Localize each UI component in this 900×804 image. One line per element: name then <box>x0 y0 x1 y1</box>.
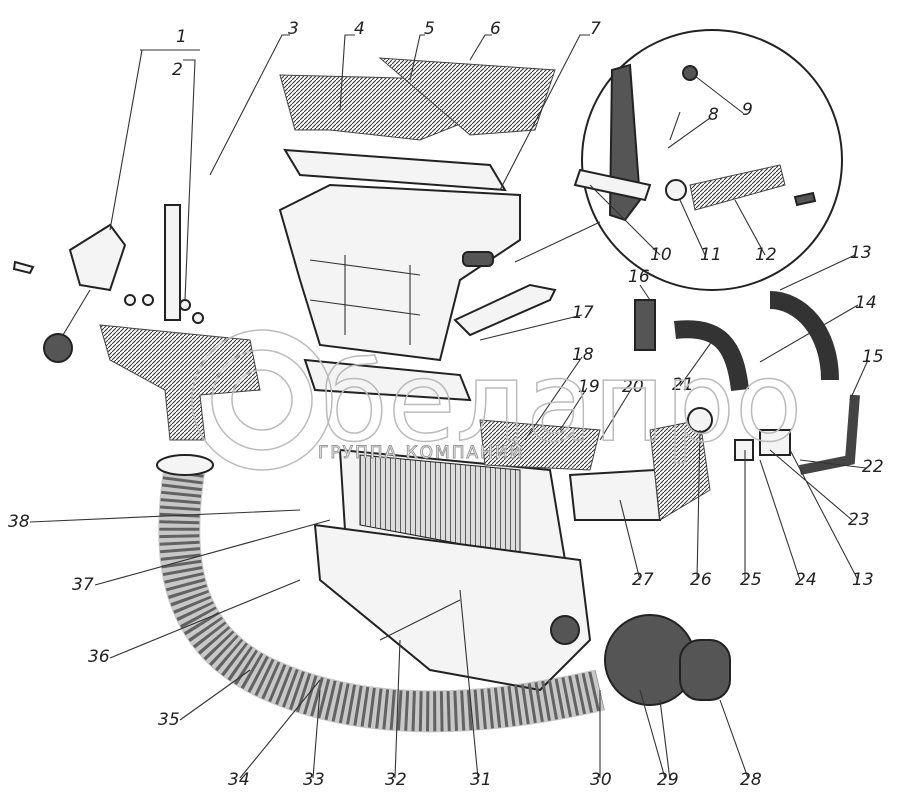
callout-21: 21 <box>672 375 694 395</box>
filter-screen-6 <box>378 57 556 136</box>
callout-7: 7 <box>590 19 601 39</box>
callout-20: 20 <box>622 377 644 397</box>
callout-4: 4 <box>354 19 365 39</box>
heater-tray <box>313 523 592 692</box>
callout-14: 14 <box>855 293 877 313</box>
callout-16: 16 <box>628 267 650 287</box>
callout-17: 17 <box>572 303 594 323</box>
callout-33: 33 <box>303 770 325 790</box>
callout-25: 25 <box>740 570 762 590</box>
watermark-subtitle: ГРУППА КОМПАНИЙ <box>318 441 524 463</box>
air-box-housing <box>278 183 557 402</box>
callout-13-top: 13 <box>850 243 872 263</box>
callout-11: 11 <box>700 245 722 265</box>
lever-assembly <box>12 204 204 363</box>
callout-34: 34 <box>228 770 250 790</box>
callout-10: 10 <box>650 245 672 265</box>
callout-12: 12 <box>755 245 777 265</box>
callout-29: 29 <box>657 770 679 790</box>
blower-motor <box>604 614 731 781</box>
callout-2: 2 <box>172 60 183 80</box>
callout-26: 26 <box>690 570 712 590</box>
gasket-7 <box>283 148 507 192</box>
callout-38: 38 <box>8 512 30 532</box>
callout-9: 9 <box>742 100 753 120</box>
callout-5: 5 <box>424 19 435 39</box>
callout-13-bottom: 13 <box>852 570 874 590</box>
callout-27: 27 <box>632 570 654 590</box>
air-funnel <box>99 324 261 441</box>
callout-8: 8 <box>708 105 719 125</box>
hoses-and-valve <box>634 291 860 521</box>
leader-lines <box>29 34 869 779</box>
callout-15: 15 <box>862 347 884 367</box>
callout-35: 35 <box>158 710 180 730</box>
callout-18: 18 <box>572 345 594 365</box>
callout-6: 6 <box>490 19 501 39</box>
callout-36: 36 <box>88 647 110 667</box>
watermark-logo: белапро ГРУППА КОМПАНИЙ <box>191 329 803 471</box>
callout-32: 32 <box>385 770 407 790</box>
callout-22: 22 <box>862 457 884 477</box>
callout-19: 19 <box>578 377 600 397</box>
callout-3: 3 <box>288 19 299 39</box>
flexible-duct <box>156 454 605 733</box>
callout-23: 23 <box>848 510 870 530</box>
callout-24: 24 <box>795 570 817 590</box>
callout-labels: 1 2 3 4 5 6 7 8 9 10 11 12 13 14 15 16 1… <box>8 19 884 790</box>
detail-circle <box>514 29 843 291</box>
svg-text:белапро: белапро <box>320 338 802 466</box>
callout-28: 28 <box>740 770 762 790</box>
callout-37: 37 <box>72 575 94 595</box>
callout-31: 31 <box>470 770 492 790</box>
callout-30: 30 <box>590 770 612 790</box>
callout-1: 1 <box>176 27 187 47</box>
